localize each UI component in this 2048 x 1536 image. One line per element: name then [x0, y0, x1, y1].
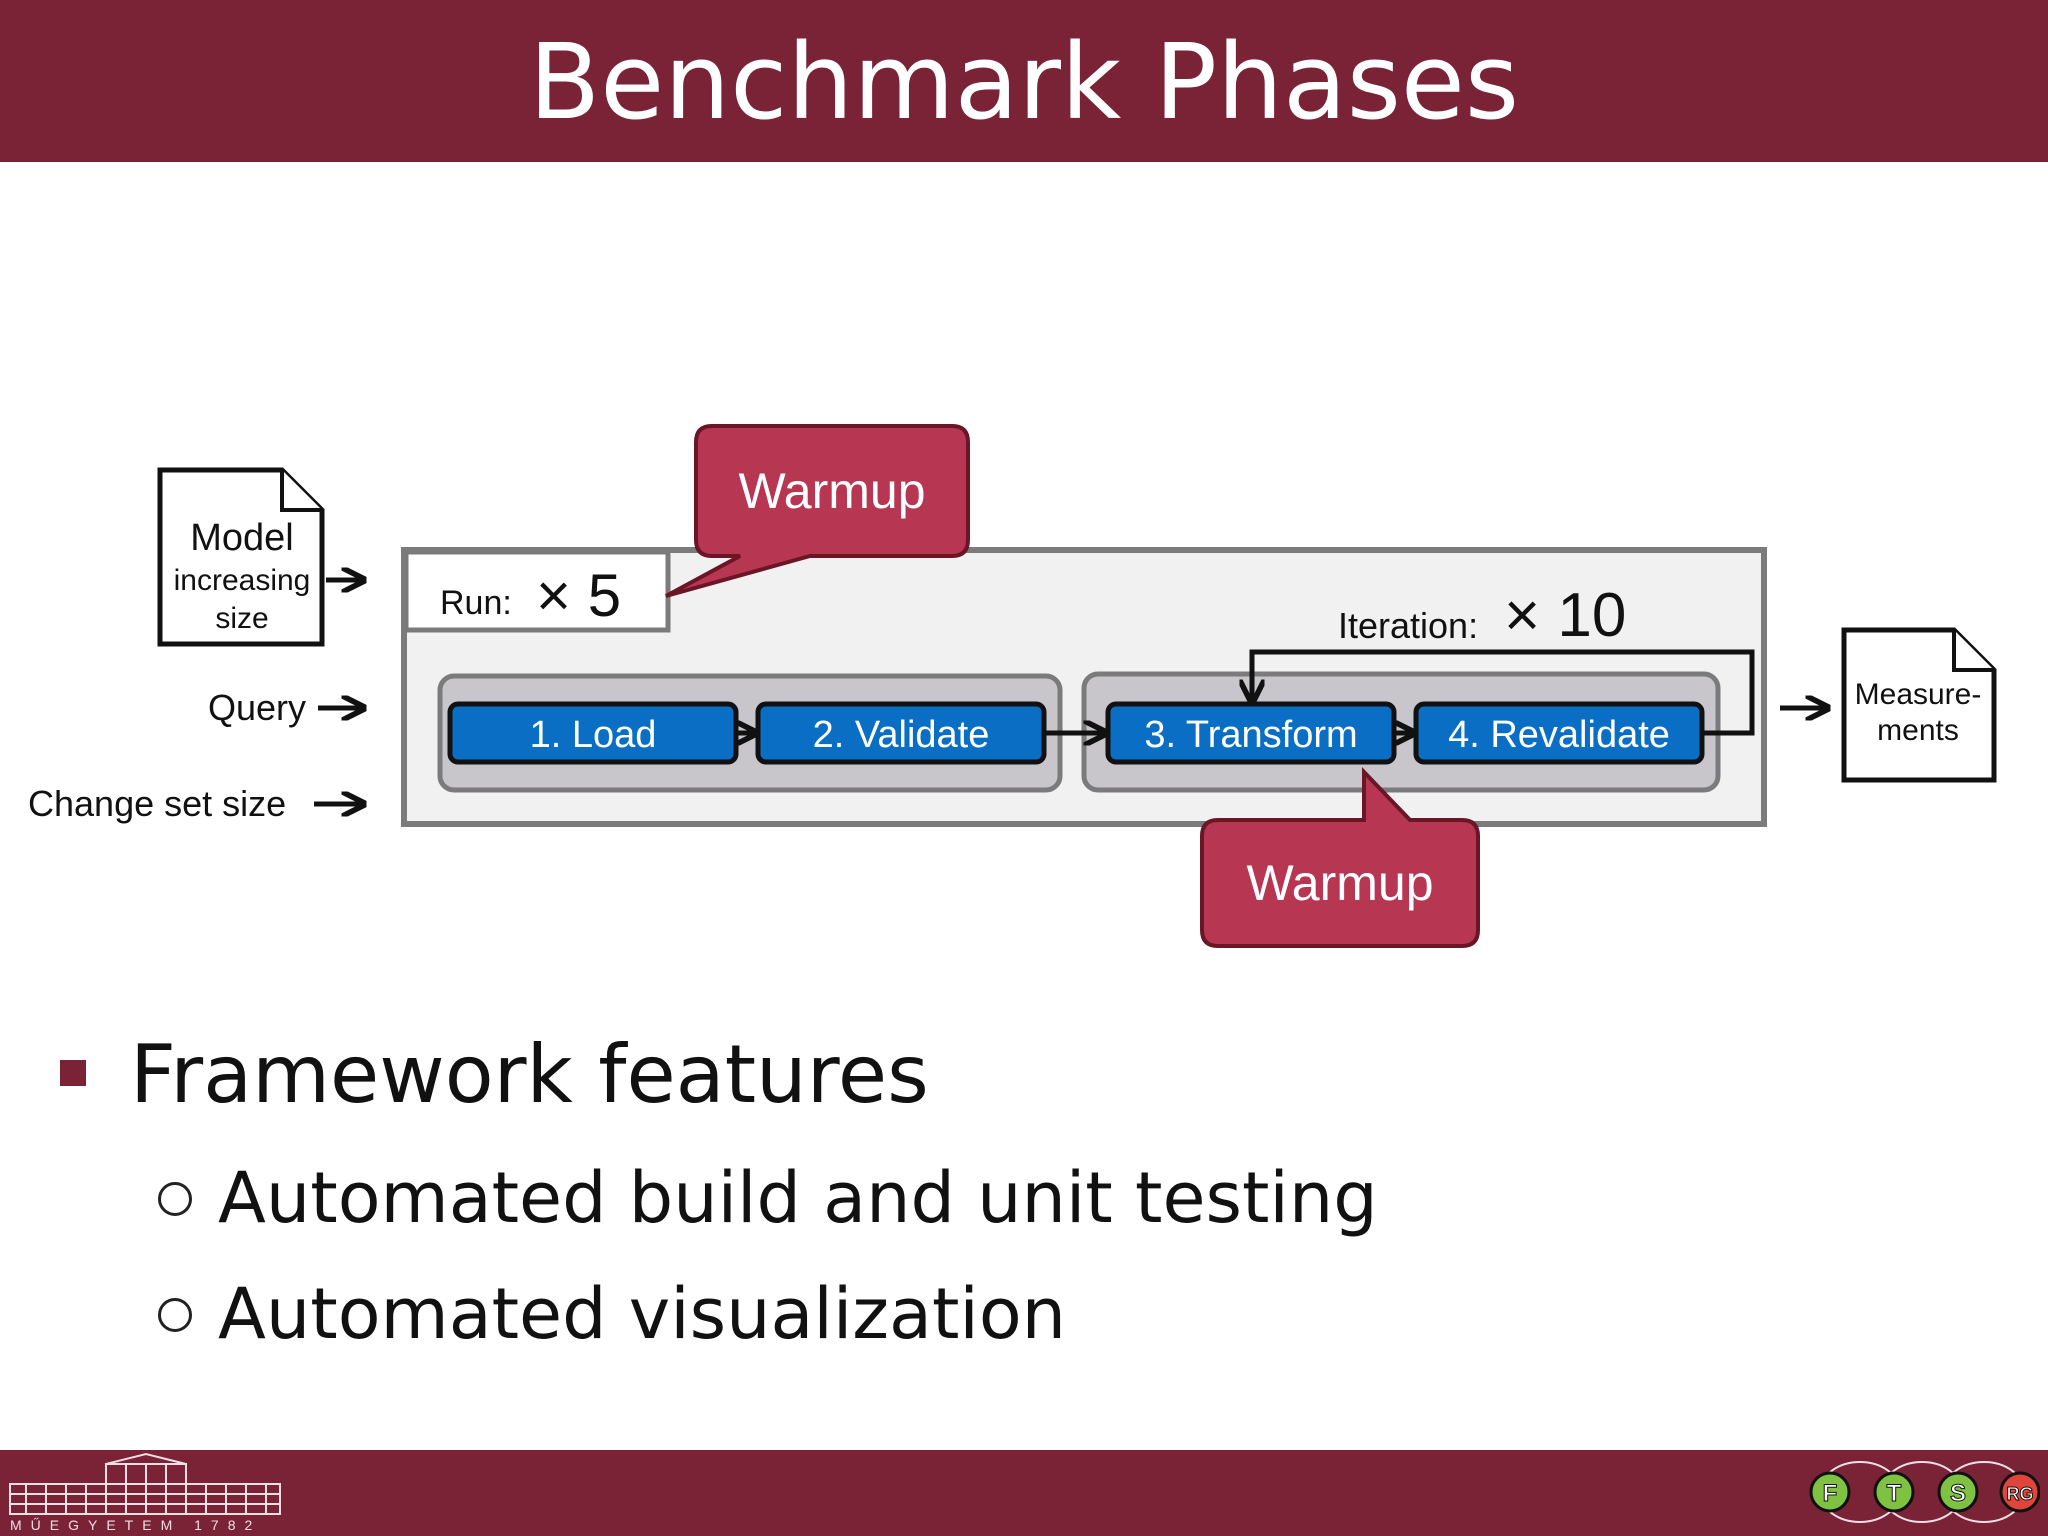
- s-badge-icon: S: [1937, 1471, 1979, 1513]
- run-label: Run:: [440, 584, 512, 622]
- university-logo: MŰEGYETEM 1782: [9, 1452, 281, 1533]
- f-badge-icon: F: [1809, 1471, 1851, 1513]
- measurements-label: Measure-: [1855, 678, 1982, 711]
- svg-text:F: F: [1823, 1480, 1838, 1507]
- warmup-run-label: Warmup: [738, 463, 925, 519]
- rg-badge-icon: RG: [1999, 1471, 2040, 1513]
- phase-validate: 2. Validate: [755, 701, 1047, 765]
- title-bar: Benchmark Phases: [0, 0, 2048, 162]
- t-badge-icon: T: [1873, 1471, 1915, 1513]
- slide-title: Benchmark Phases: [528, 21, 1520, 143]
- svg-text:RG: RG: [2007, 1484, 2034, 1504]
- bullet-square-icon: [60, 1060, 86, 1086]
- iteration-label: Iteration:: [1338, 605, 1478, 646]
- phase-load: 1. Load: [447, 701, 739, 765]
- warmup-iteration-label: Warmup: [1246, 855, 1433, 911]
- phase-revalidate-label: 4. Revalidate: [1448, 714, 1670, 756]
- model-label: Model: [190, 517, 294, 559]
- benchmark-diagram: Model increasing size Query Change set s…: [28, 424, 1997, 948]
- svg-text:T: T: [1887, 1480, 1902, 1507]
- footer-bar: MŰEGYETEM 1782 F T S RG: [0, 1450, 2048, 1536]
- query-label: Query: [208, 687, 306, 728]
- measurements-document: Measure- ments: [1841, 627, 1997, 783]
- ftsrg-logo: F T S RG: [1809, 1461, 2040, 1523]
- phase-transform: 3. Transform: [1105, 701, 1397, 765]
- change-set-label: Change set size: [28, 783, 286, 824]
- phase-validate-label: 2. Validate: [813, 714, 990, 756]
- university-logo-text: MŰEGYETEM 1782: [10, 1517, 261, 1533]
- model-sub-label: increasing: [174, 564, 311, 597]
- measurements-label-2: ments: [1877, 714, 1959, 747]
- bullet-circle-icon: [158, 1298, 192, 1332]
- model-size-label: size: [215, 602, 268, 635]
- svg-text:S: S: [1950, 1480, 1966, 1507]
- model-document: Model increasing size: [157, 467, 325, 647]
- warmup-callout-iteration: Warmup: [1200, 767, 1480, 948]
- bullet-circle-icon: [158, 1182, 192, 1216]
- warmup-callout-run: Warmup: [665, 424, 970, 598]
- bullet-sub-1: Automated build and unit testing: [218, 1157, 1378, 1239]
- run-multiplier: × 5: [536, 562, 621, 629]
- phase-revalidate: 4. Revalidate: [1413, 701, 1705, 765]
- iteration-multiplier: × 10: [1504, 581, 1626, 650]
- iteration-loop-arrow: [1252, 649, 1755, 736]
- run-label-box: [403, 549, 671, 633]
- phase-transform-label: 3. Transform: [1144, 714, 1357, 756]
- bullet-sub-2: Automated visualization: [218, 1273, 1067, 1355]
- phase-load-label: 1. Load: [530, 714, 657, 756]
- bullet-main: Framework features: [130, 1028, 929, 1121]
